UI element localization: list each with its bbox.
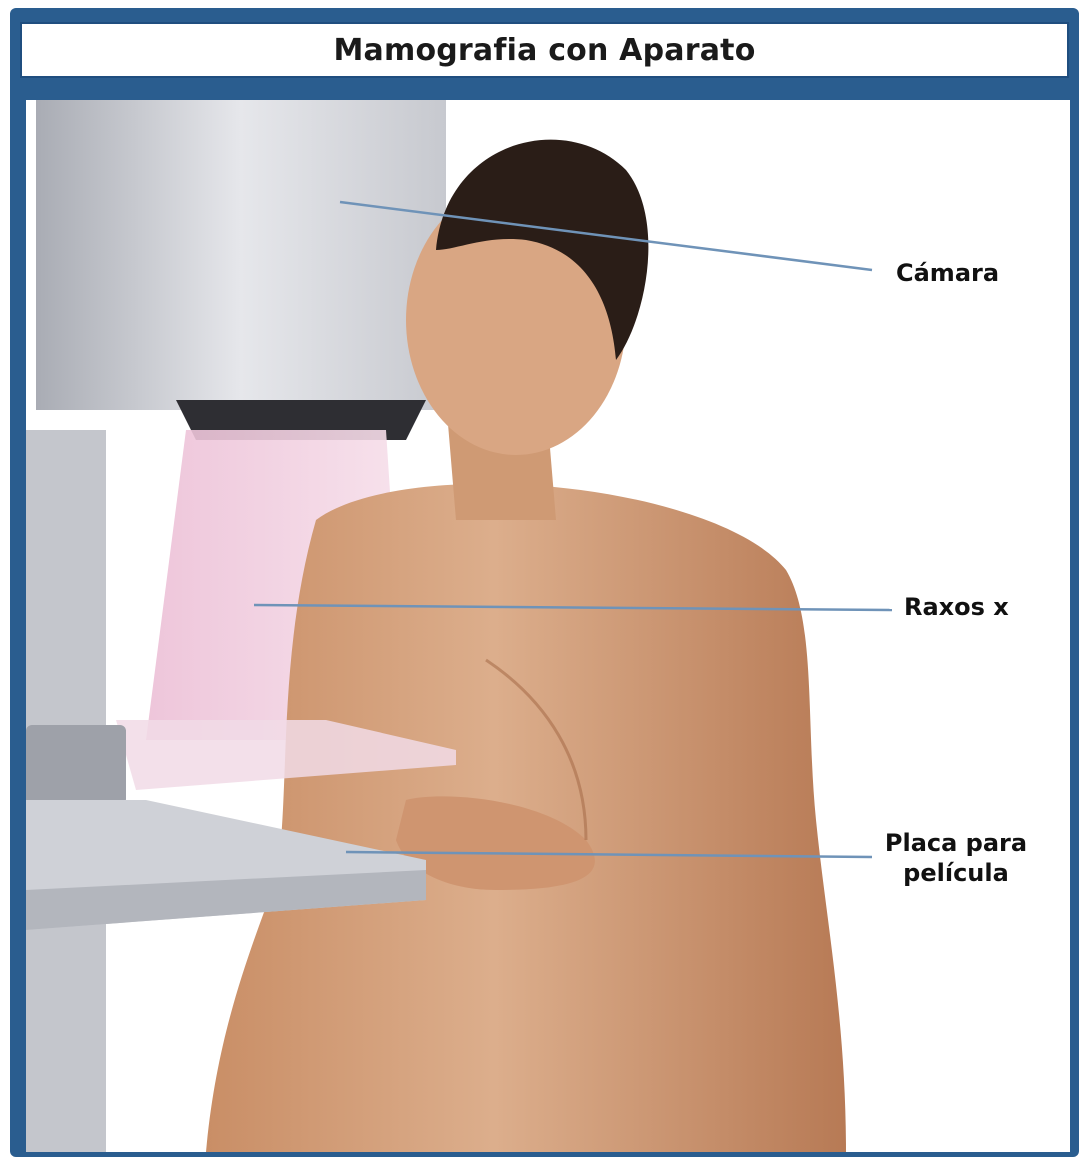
title-bar: Mamografia con Aparato [20, 22, 1069, 78]
camera-label: Cámara [896, 258, 999, 288]
film-plate-label: Placa para película [876, 828, 1036, 888]
illustration-panel: Cámara Raxos x Placa para película [26, 100, 1070, 1152]
camera-housing [36, 100, 446, 410]
film-plate-label-line1: Placa para [876, 828, 1036, 858]
film-plate-label-line2: película [876, 858, 1036, 888]
diagram-title: Mamografia con Aparato [333, 33, 755, 68]
paddle-arm [26, 725, 126, 805]
xrays-label: Raxos x [904, 592, 1009, 622]
